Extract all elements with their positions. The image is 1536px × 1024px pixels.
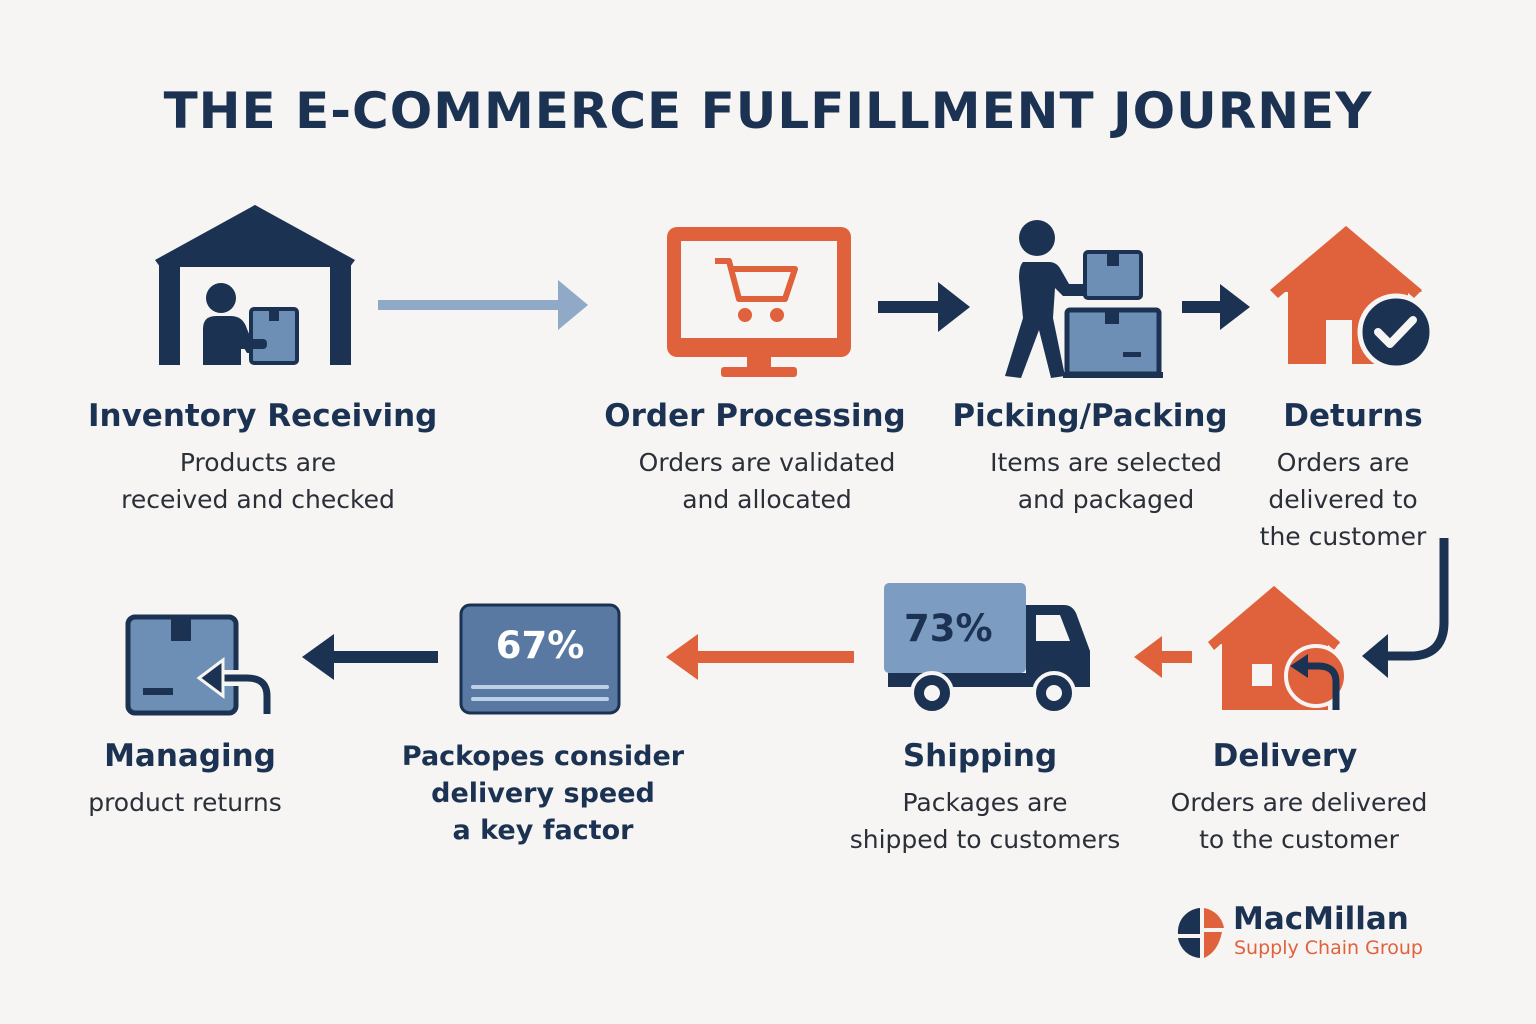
stat-value: 67% <box>495 624 585 667</box>
stage-description: product returns <box>88 788 282 817</box>
stage-description: Items are selected and packaged <box>990 448 1222 514</box>
house-check-icon <box>1270 226 1435 371</box>
logo-name: MacMillan <box>1233 901 1409 937</box>
stage-description: Orders are validated and allocated <box>638 448 896 514</box>
worker-boxes-icon <box>995 218 1165 383</box>
stage-title: Shipping <box>902 738 1058 774</box>
shipping-stat: 73% <box>904 607 993 650</box>
stage-description: Orders are delivered to the customer <box>1259 448 1427 551</box>
arrow-left-icon <box>300 632 440 682</box>
arrow-left-icon <box>664 632 856 682</box>
house-return-icon <box>1208 586 1348 716</box>
stage-title: Managing <box>104 738 276 774</box>
stage-title: Picking/Packing <box>952 398 1228 434</box>
stage-description: Orders are delivered to the customer <box>1170 788 1428 854</box>
arrow-right-icon <box>876 280 972 334</box>
stat-description: Packopes consider delivery speed a key f… <box>401 741 685 846</box>
truck-icon <box>884 583 1094 718</box>
stage-description: Products are received and checked <box>121 448 395 514</box>
box-return-icon <box>125 614 275 718</box>
arrow-left-icon <box>1132 634 1194 680</box>
logo-icon <box>1174 904 1226 960</box>
stage-title: Delivery <box>1212 738 1358 774</box>
arrow-curve-icon <box>1358 534 1458 684</box>
stage-title: Deturns <box>1283 398 1423 434</box>
monitor-cart-icon <box>665 225 855 380</box>
stage-title: Order Processing <box>604 398 906 434</box>
stat-card-icon <box>459 603 621 715</box>
arrow-right-icon <box>1180 282 1252 332</box>
stage-description: Packages are shipped to customers <box>849 788 1121 854</box>
arrow-right-icon <box>376 278 590 334</box>
warehouse-icon <box>155 205 355 370</box>
page-title: THE E-COMMERCE FULFILLMENT JOURNEY <box>163 82 1373 140</box>
stage-title: Inventory Receiving <box>88 398 438 434</box>
logo-subtitle: Supply Chain Group <box>1234 937 1423 959</box>
